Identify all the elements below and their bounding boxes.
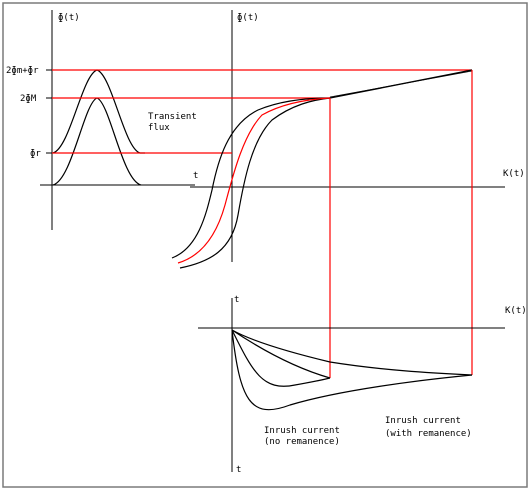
main-y-axis-label: ɸ(t) bbox=[237, 13, 259, 23]
transient-flux-curve-with-remanence bbox=[52, 69, 145, 154]
bottom-y-axis-label-bottom: t bbox=[236, 465, 241, 475]
magnetization-curve-right bbox=[179, 97, 331, 269]
inrush-no-remanence-line1: Inrush current bbox=[264, 426, 340, 436]
magnetization-curve-left bbox=[171, 97, 331, 259]
inrush-no-remanence-line2: (no remanence) bbox=[264, 437, 340, 447]
level-label-low: ɸr bbox=[30, 149, 41, 159]
left-x-axis-label: t bbox=[193, 171, 198, 181]
level-label-top: 2ɸm+ɸr bbox=[6, 66, 39, 76]
magnetization-curve-red bbox=[177, 97, 331, 264]
main-x-axis-label: K(t) bbox=[503, 169, 525, 179]
inrush-curve-no-remanence-lower bbox=[231, 329, 331, 387]
bottom-inrush-graph: K(t) t t Inrush current (no remanence) I… bbox=[198, 295, 527, 475]
bottom-y-axis-label-top: t bbox=[234, 295, 239, 305]
inrush-curve-with-remanence-lower bbox=[231, 329, 473, 411]
level-label-mid: 2ɸM bbox=[20, 94, 37, 104]
inrush-curve-with-remanence-upper bbox=[231, 329, 473, 376]
saturation-line-2 bbox=[329, 70, 473, 98]
left-y-axis-label: ɸ(t) bbox=[58, 13, 80, 23]
transient-flux-curve-no-remanence bbox=[52, 97, 142, 186]
transient-label-line2: flux bbox=[148, 123, 170, 133]
inrush-curve-no-remanence-upper bbox=[231, 329, 331, 379]
inrush-with-remanence-line1: Inrush current bbox=[385, 416, 461, 426]
inrush-with-remanence-line2: (with remanence) bbox=[385, 429, 472, 439]
left-transient-graph: ɸ(t) t 2ɸm+ɸr 2ɸM ɸr Transient flux bbox=[6, 10, 198, 230]
main-saturation-graph: ɸ(t) K(t) bbox=[52, 10, 525, 378]
transient-label-line1: Transient bbox=[148, 112, 197, 122]
bottom-x-axis-label: K(t) bbox=[505, 306, 527, 316]
